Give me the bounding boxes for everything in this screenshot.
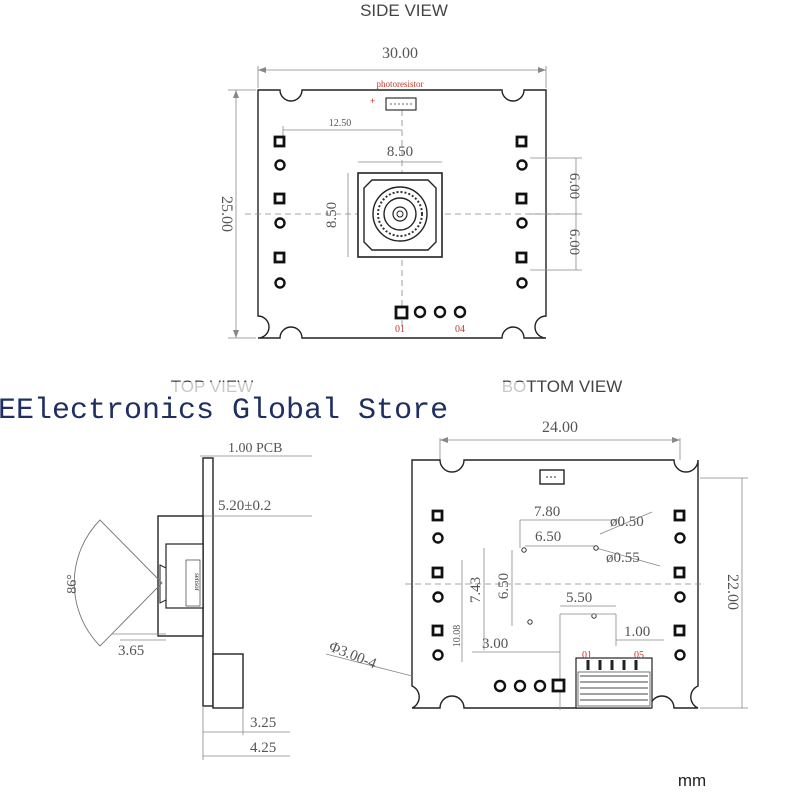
top-view: TOP VIEW 1.00 PCB 5.20±0.2 sensor 86° 3.… [65,377,312,760]
connector-last-label: 05 [634,650,644,661]
bottom-view-title: BOTTOM VIEW [502,377,623,396]
module-height-label: 5.20±0.2 [218,498,271,514]
bottom-pin-header [493,678,566,693]
side-height-label: 25.00 [218,196,235,232]
dim-050-label: ø0.50 [610,514,644,530]
dim-650-label: 6.50 [535,529,561,545]
dim-055-label: ø0.55 [606,550,640,566]
dim-100-label: 1.00 [624,624,650,640]
lens-depth-label: 3.65 [118,643,144,659]
pin-first-label: 01 [395,324,405,335]
svg-text:sensor: sensor [193,573,201,592]
photoresistor-label: photoresistor [377,79,424,89]
side-right-pads [515,135,528,289]
bottom-view: BOTTOM VIEW 24.00 22.00 [325,377,748,710]
dim-1008-label: 10.08 [452,625,463,648]
connector-first-label: 01 [582,650,592,661]
bottom-left-pads [431,509,444,661]
bottom-height-label: 22.00 [724,574,741,610]
side-left-pads [273,135,286,289]
side-offset-label: 12.50 [329,118,352,129]
pin-last-label: 04 [455,324,465,335]
dim-425-label: 4.25 [250,740,276,756]
top-view-connector [212,653,244,709]
pcb-thickness-label: 1.00 PCB [228,441,282,456]
dim-300-label: 3.00 [482,636,508,652]
side-view-title: SIDE VIEW [360,1,448,20]
dim-650v-label: 6.50 [496,573,512,599]
side-width-label: 30.00 [382,45,418,62]
lens-height-label: 8.50 [324,202,340,228]
svg-text:+: + [370,96,375,106]
dim-550-label: 5.50 [566,590,592,606]
side-view: SIDE VIEW 30.00 25.00 photoresistor + 12… [218,1,582,339]
watermark-backdrop [0,382,530,426]
field-of-view-cone [73,519,163,647]
unit-label: mm [678,771,706,790]
pitch-upper-label: 6.00 [566,173,582,199]
store-watermark: EElectronics Global Store [0,394,448,428]
side-pin-header [394,305,467,320]
top-view-pcb [202,457,214,707]
fov-angle-label: 86° [65,574,80,594]
mounting-hole-label: Φ3.00-4 [327,639,380,673]
lens-width-label: 8.50 [387,144,413,160]
bottom-right-pads [673,509,686,661]
bottom-width-label: 24.00 [542,419,578,436]
camera-lens-module [357,172,443,258]
fpc-connector [575,657,653,709]
dim-325-label: 3.25 [250,715,276,731]
dim-743-label: 7.43 [468,577,484,603]
photoresistor [385,97,417,111]
pitch-lower-label: 6.00 [566,229,582,255]
dim-780-label: 7.80 [534,504,560,520]
